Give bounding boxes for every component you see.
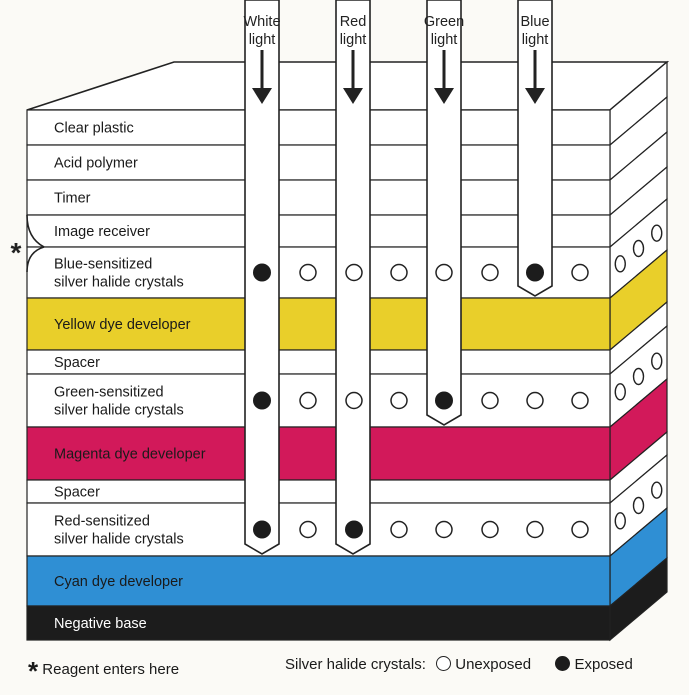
side-crystal-circle	[651, 481, 663, 499]
side-crystal-circle	[632, 367, 645, 386]
arrow-down-icon	[434, 88, 454, 104]
layer-band-spacer-2	[26, 479, 611, 504]
layer-label: silver halide crystals	[54, 403, 184, 419]
layer-band-blue-sensitized	[26, 246, 611, 299]
layer-label: silver halide crystals	[54, 275, 184, 291]
side-crystal-circle	[614, 512, 626, 530]
crystal-unexposed	[481, 520, 499, 539]
layer-label: Magenta dye developer	[54, 447, 206, 463]
light-label: light	[249, 32, 276, 48]
crystal-unexposed	[526, 520, 544, 539]
layer-label: Negative base	[54, 616, 147, 632]
crystal-exposed	[253, 391, 271, 410]
legend-exposed-text: Exposed	[574, 656, 633, 673]
arrow-down-icon	[343, 88, 363, 104]
arrow-down-icon	[525, 88, 545, 104]
layer-band-yellow-dye	[26, 297, 611, 351]
legend-reagent-text: Reagent enters here	[42, 661, 180, 678]
crystal-unexposed	[345, 391, 363, 410]
arrow-down-icon	[252, 88, 272, 104]
crystal-unexposed	[390, 263, 408, 282]
legend-crystals: Silver halide crystals: Unexposed Expose…	[285, 656, 633, 673]
crystal-unexposed	[299, 391, 317, 410]
crystal-unexposed	[526, 391, 544, 410]
layer-band-acid-polymer	[26, 144, 611, 181]
crystal-unexposed	[481, 263, 499, 282]
light-label: light	[431, 32, 458, 48]
crystal-unexposed	[390, 520, 408, 539]
crystal-unexposed	[435, 263, 453, 282]
layer-band-spacer-1	[26, 349, 611, 375]
legend-unexposed-text: Unexposed	[455, 656, 532, 673]
crystal-exposed	[253, 263, 271, 282]
crystal-unexposed	[390, 391, 408, 410]
reagent-brace-bottom	[26, 246, 45, 273]
side-crystal-circle	[614, 255, 626, 273]
exposed-circle-icon	[555, 656, 571, 671]
layer-band-cyan-dye	[26, 555, 611, 607]
crystal-unexposed	[435, 520, 453, 539]
side-crystal-circle	[632, 239, 645, 258]
side-crystal-circle	[632, 496, 645, 515]
layer-label: Spacer	[54, 355, 100, 371]
legend-crystals-label: Silver halide crystals:	[285, 656, 426, 673]
crystal-unexposed	[571, 520, 589, 539]
light-label: Green	[424, 14, 464, 30]
light-tube	[426, 0, 462, 426]
side-crystal-circle	[651, 224, 663, 242]
asterisk-icon: *	[11, 237, 22, 268]
light-label: light	[340, 32, 367, 48]
crystal-exposed	[253, 520, 271, 539]
layer-band-image-receiver	[26, 214, 611, 248]
layer-label: Cyan dye developer	[54, 574, 183, 590]
layer-band-magenta-dye	[26, 426, 611, 481]
layer-label: Clear plastic	[54, 121, 134, 137]
layer-band-clear-plastic	[26, 109, 611, 146]
unexposed-circle-icon	[436, 656, 452, 671]
light-label: Blue	[520, 14, 549, 30]
side-crystal-circle	[651, 352, 663, 370]
side-crystal-circle	[614, 383, 626, 401]
layer-band-negative-base	[26, 605, 611, 641]
light-label: White	[243, 14, 280, 30]
crystal-unexposed	[345, 263, 363, 282]
asterisk-icon: *	[28, 656, 39, 686]
layer-label: Blue-sensitized	[54, 257, 152, 273]
crystal-unexposed	[481, 391, 499, 410]
layer-band-green-sensitized	[26, 373, 611, 428]
crystal-exposed	[345, 520, 363, 539]
light-tube	[517, 0, 553, 297]
layer-label: Spacer	[54, 485, 100, 501]
layer-label: Image receiver	[54, 224, 150, 240]
layer-label: Red-sensitized	[54, 514, 150, 530]
reagent-brace-top	[26, 214, 45, 248]
layer-label: Timer	[54, 191, 91, 207]
crystal-exposed	[435, 391, 453, 410]
crystal-unexposed	[571, 263, 589, 282]
layer-label: Acid polymer	[54, 156, 138, 172]
layer-label: silver halide crystals	[54, 532, 184, 548]
crystal-unexposed	[299, 520, 317, 539]
crystal-unexposed	[571, 391, 589, 410]
light-label: light	[522, 32, 549, 48]
layer-band-red-sensitized	[26, 502, 611, 557]
crystal-exposed	[526, 263, 544, 282]
legend-reagent: * Reagent enters here	[28, 656, 179, 687]
layer-label: Yellow dye developer	[54, 317, 191, 333]
crystal-unexposed	[299, 263, 317, 282]
layer-label: Green-sensitized	[54, 385, 164, 401]
light-label: Red	[340, 14, 367, 30]
